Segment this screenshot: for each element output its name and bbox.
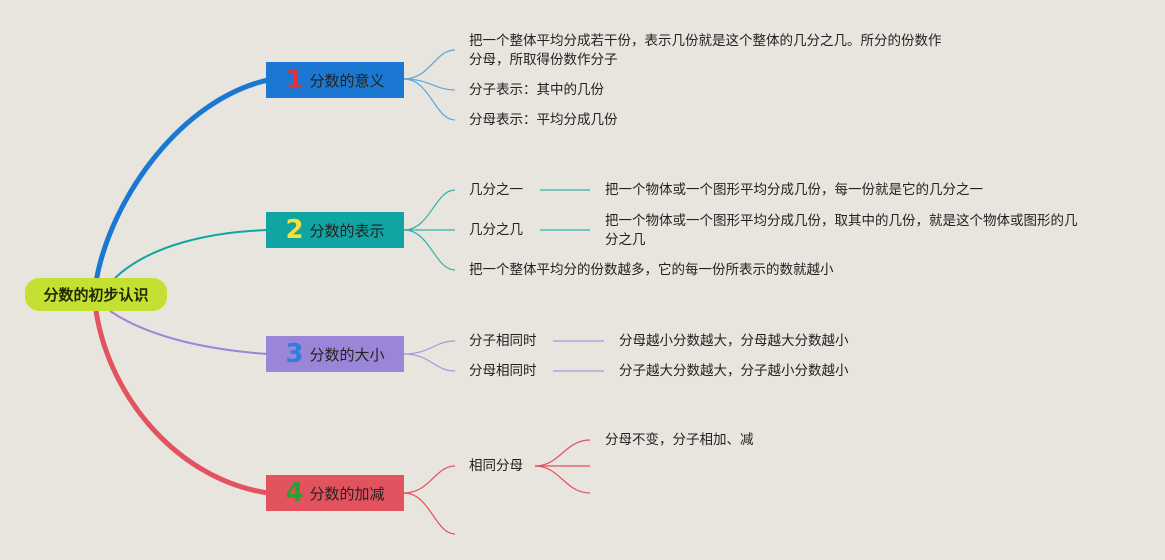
desc-line: 分之几 [605,232,646,248]
definition-line: 分母，所取得份数作分子 [469,52,618,68]
branch-number: 4 [285,478,304,508]
branch-representation[interactable]: 2 分数的表示 [266,212,404,248]
numerator-meaning[interactable]: 分子表示：其中的几份 [469,82,604,98]
same-denominator-desc[interactable]: 分子越大分数越大，分子越小分数越小 [619,363,849,379]
same-denominator-topic[interactable]: 相同分母 [469,458,523,474]
branch-meaning[interactable]: 1 分数的意义 [266,62,404,98]
definition-line: 把一个整体平均分成若干份，表示几份就是这个整体的几分之几。所分的份数作 [469,33,942,49]
branch-label: 分数的加减 [309,484,385,503]
branch-add-subtract[interactable]: 4 分数的加减 [266,475,404,511]
branch-comparison[interactable]: 3 分数的大小 [266,336,404,372]
branch-label: 分数的表示 [309,221,385,240]
branch-number: 3 [285,339,304,369]
branch-number: 2 [285,215,304,245]
same-numerator-term[interactable]: 分子相同时 [469,333,537,349]
add-subtract-rule[interactable]: 分母不变，分子相加、减 [605,432,754,448]
desc-line: 把一个物体或一个图形平均分成几份，取其中的几份，就是这个物体或图形的几 [605,213,1078,229]
branch-number: 1 [285,65,304,95]
term-one-part[interactable]: 几分之一 [469,182,523,198]
division-rule[interactable]: 把一个整体平均分的份数越多，它的每一份所表示的数就越小 [469,262,834,278]
term-several-parts-desc[interactable]: 把一个物体或一个图形平均分成几份，取其中的几份，就是这个物体或图形的几 分之几 [605,212,1078,250]
meaning-definition[interactable]: 把一个整体平均分成若干份，表示几份就是这个整体的几分之几。所分的份数作 分母，所… [469,32,942,70]
branch-label: 分数的意义 [309,71,385,90]
term-one-part-desc[interactable]: 把一个物体或一个图形平均分成几份，每一份就是它的几分之一 [605,182,983,198]
branch-label: 分数的大小 [309,345,385,364]
denominator-meaning[interactable]: 分母表示：平均分成几份 [469,112,618,128]
same-numerator-desc[interactable]: 分母越小分数越大，分母越大分数越小 [619,333,849,349]
same-denominator-term[interactable]: 分母相同时 [469,363,537,379]
term-several-parts[interactable]: 几分之几 [469,222,523,238]
root-topic[interactable]: 分数的初步认识 [25,278,167,311]
